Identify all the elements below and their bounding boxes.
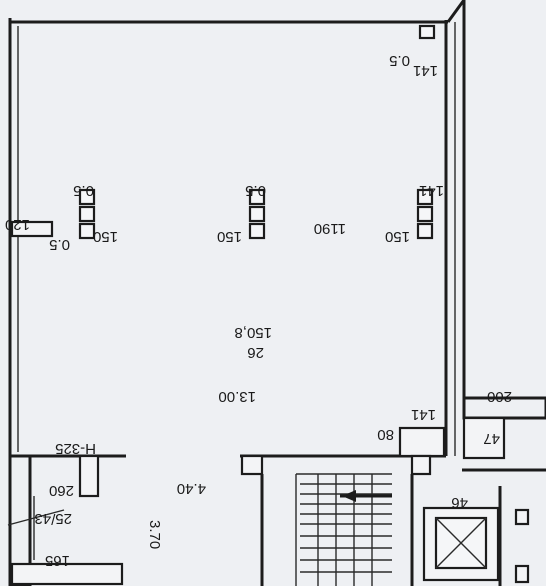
stairwell — [240, 454, 502, 586]
outlet-group-center — [248, 188, 266, 240]
outlet-label-left-mid: 150 — [93, 228, 118, 245]
left-wall-segment — [10, 220, 54, 238]
door-marker-top-right — [418, 24, 436, 40]
small-room — [7, 454, 124, 586]
outlet-label-left-top: 0.5 — [73, 182, 94, 199]
door-label-top-right: 141 — [413, 62, 438, 79]
ceiling-height-label: 13.00 — [218, 388, 256, 405]
left-wall-thickness-label: 120 — [5, 216, 30, 233]
outlet-label-center-top: 0.5 — [245, 182, 266, 199]
stair-landing-label: 4.40 — [177, 480, 206, 497]
door-marker-right-low — [398, 426, 446, 458]
outlet-label-right-mid: 150 — [385, 228, 410, 245]
outlet-label-center-mid: 150 — [217, 228, 242, 245]
annex-width-label: 200 — [487, 388, 512, 405]
stair-flight-label: 3.70 — [146, 520, 163, 549]
elevator-shaft — [422, 506, 530, 584]
door-label-right-low: 141 — [411, 406, 436, 423]
small-room-mid-label: 25/43 — [34, 510, 72, 527]
outlet-group-left — [78, 188, 96, 240]
door-height-label: 80 — [377, 426, 394, 443]
stair-number-label: 46 — [451, 494, 468, 511]
right-annex — [462, 396, 546, 472]
room-number-label: 26 — [247, 344, 264, 361]
small-room-low-label: 165 — [45, 552, 70, 569]
small-room-top-label: 260 — [49, 482, 74, 499]
annex-number-label: 47 — [483, 430, 500, 447]
outlet-label-top-right: 0.5 — [389, 52, 410, 69]
main-hall-walls — [8, 0, 466, 458]
outlet-group-right — [416, 188, 434, 240]
room-area-label: 150,8 — [234, 324, 272, 341]
depth-label: 1190 — [314, 220, 346, 237]
left-height-mark: H-325 — [55, 440, 96, 457]
door-label-right-mid: 141 — [419, 182, 444, 199]
outlet-label-left-low: 0.5 — [49, 236, 70, 253]
